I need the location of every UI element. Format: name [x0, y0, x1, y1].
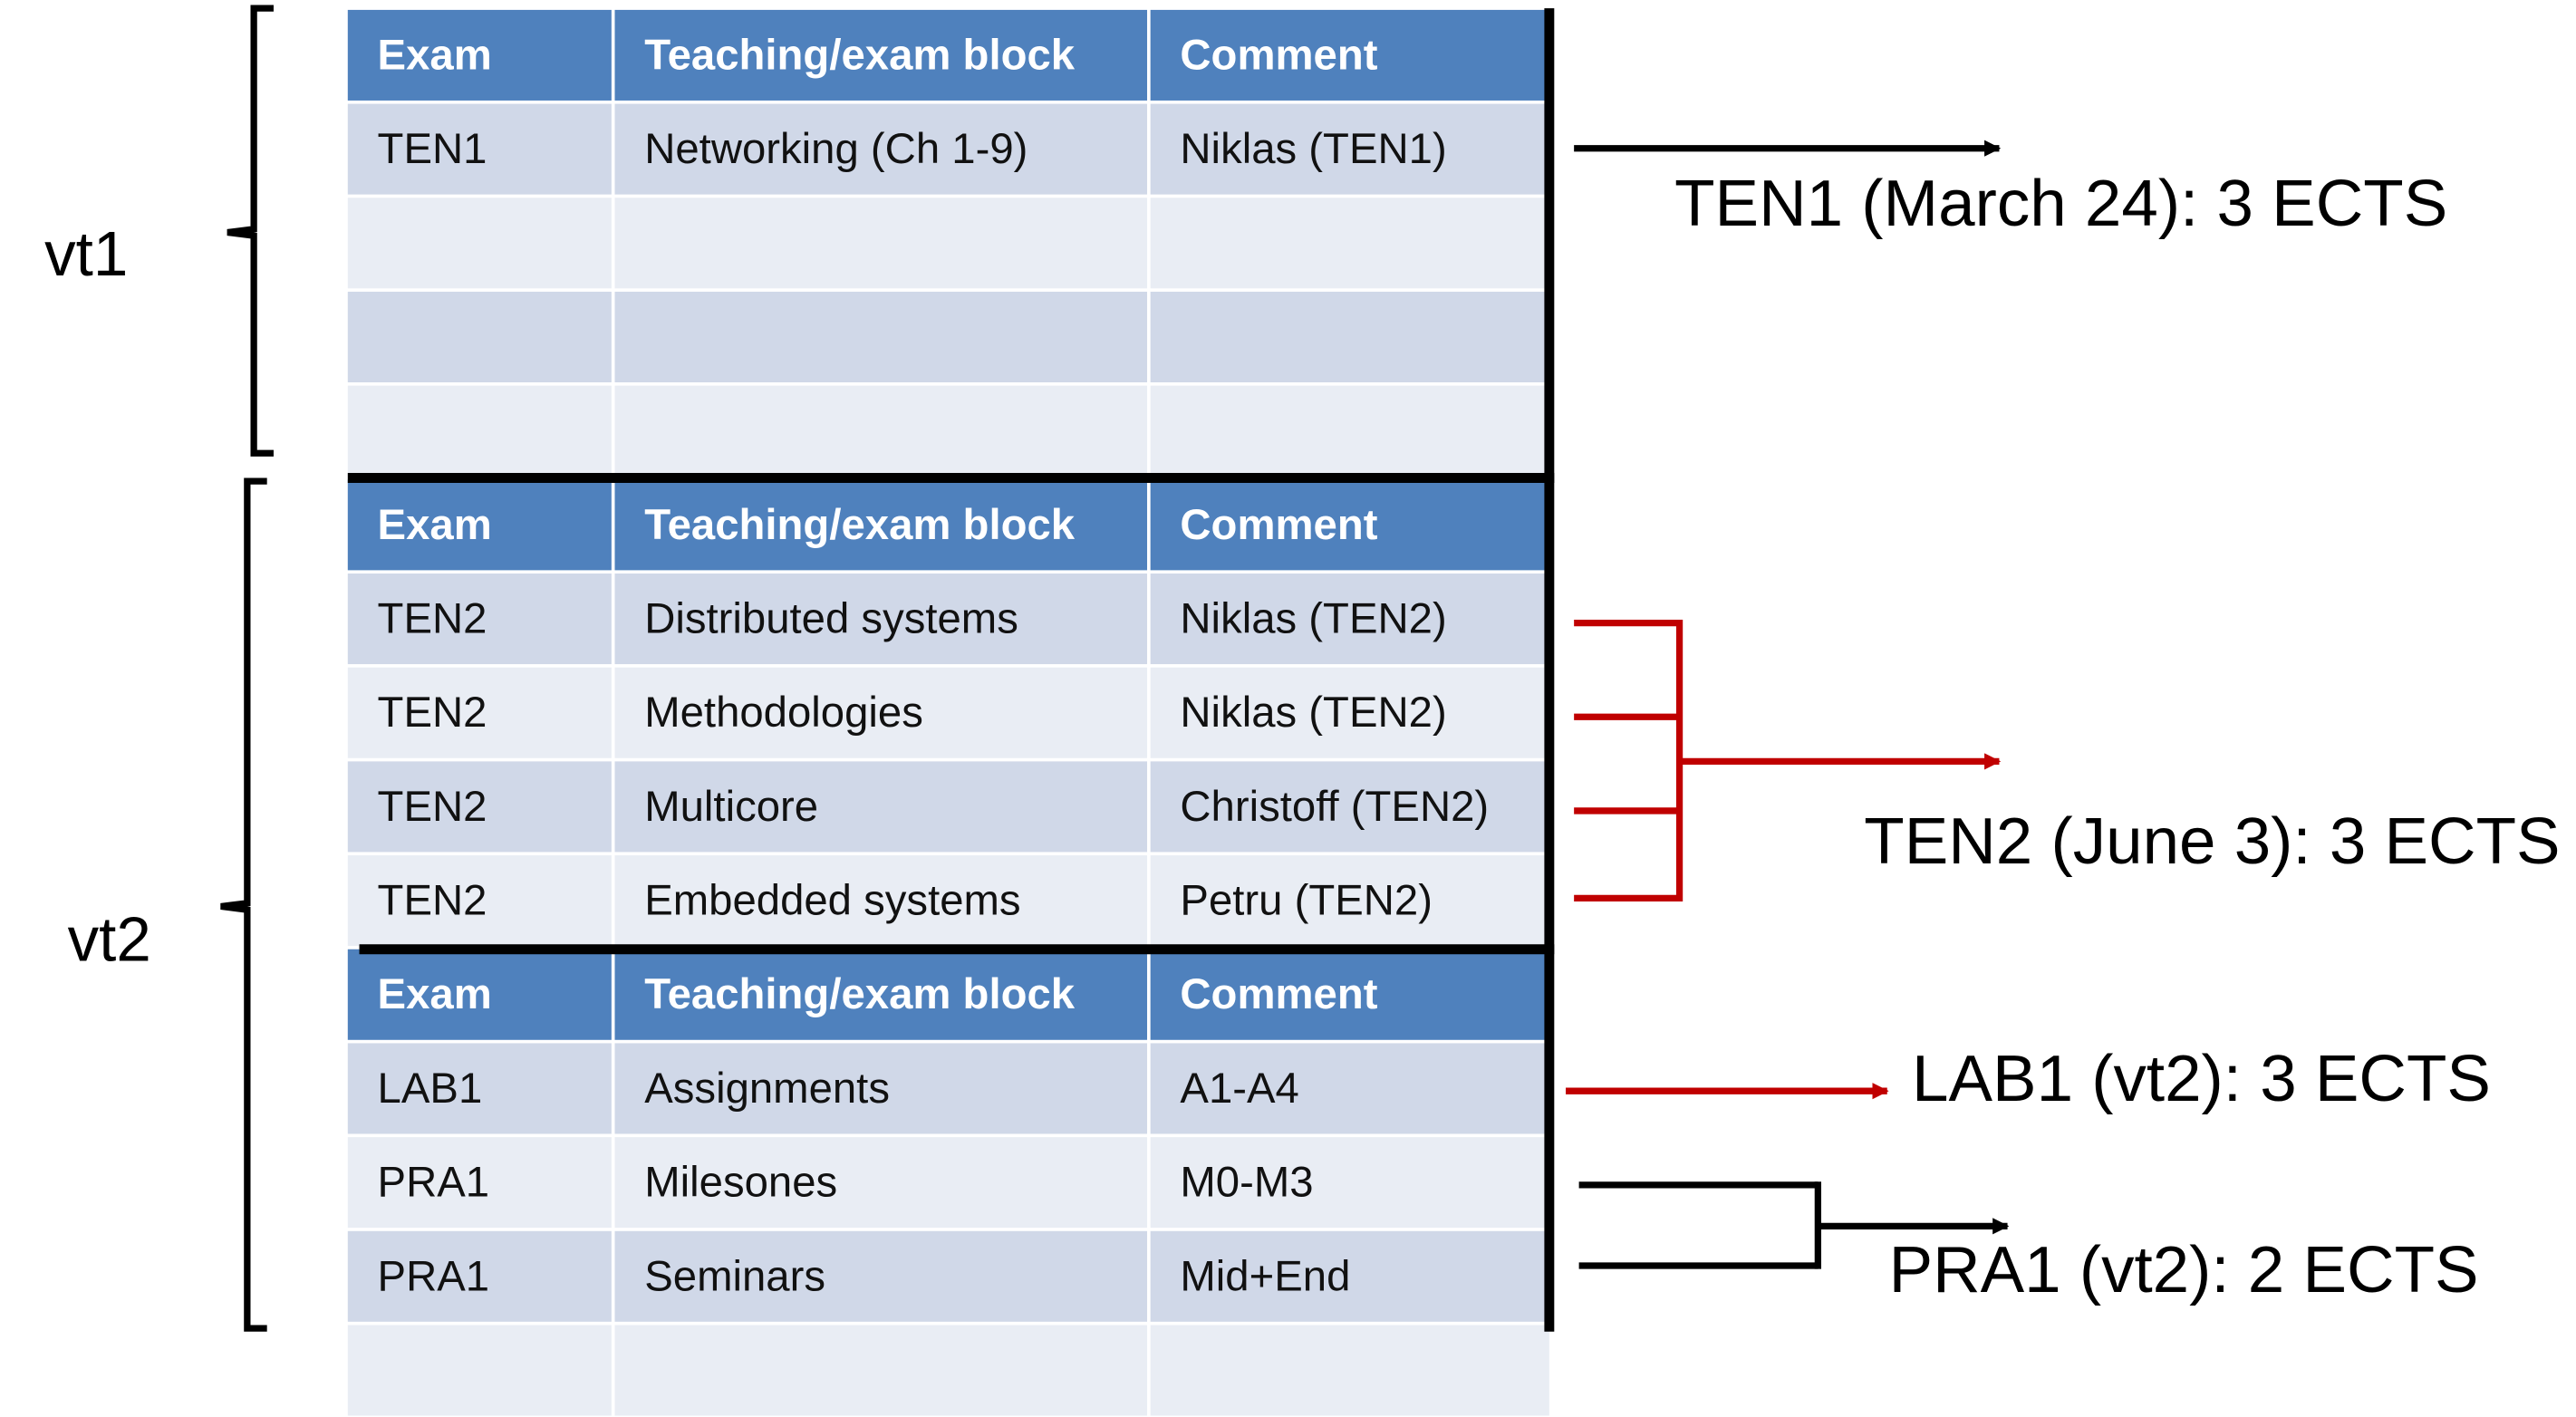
period-label-vt2: vt2 — [67, 906, 151, 976]
table-cell: PRA1 — [347, 1137, 612, 1229]
table-cell: Multicore — [614, 761, 1148, 853]
table-cell: Niklas (TEN2) — [1150, 667, 1549, 758]
table-cell: Embedded systems — [614, 855, 1148, 947]
table-cell: Methodologies — [614, 667, 1148, 758]
table-cell — [1150, 291, 1549, 383]
table-cell: TEN2 — [347, 667, 612, 758]
table-header-cell: Comment — [1150, 9, 1549, 101]
table-cell — [347, 291, 612, 383]
table-header-cell: Exam — [347, 479, 612, 571]
table-cell — [614, 198, 1148, 289]
period-label-vt1: vt1 — [44, 220, 129, 291]
table-cell: Assignments — [614, 1043, 1148, 1134]
table-cell: Seminars — [614, 1230, 1148, 1322]
table-cell: TEN1 — [347, 103, 612, 195]
table-header-cell: Exam — [347, 9, 612, 101]
table-cell — [347, 385, 612, 477]
table-cell: Niklas (TEN1) — [1150, 103, 1549, 195]
table-header-cell: Exam — [347, 949, 612, 1040]
table-header-cell: Comment — [1150, 949, 1549, 1040]
table-cell — [614, 1325, 1148, 1416]
period-brace-vt2 — [220, 477, 267, 1332]
table-cell: PRA1 — [347, 1230, 612, 1322]
table-header-cell: Comment — [1150, 479, 1549, 571]
table-cell — [614, 291, 1148, 383]
table-cell: Petru (TEN2) — [1150, 855, 1549, 947]
table-cell: Mid+End — [1150, 1230, 1549, 1322]
period-brace-vt1 — [227, 5, 274, 457]
table-cell — [347, 1325, 612, 1416]
table-cell: TEN2 — [347, 855, 612, 947]
table-cell: A1-A4 — [1150, 1043, 1549, 1134]
table-cell — [347, 198, 612, 289]
result-ten2: TEN2 (June 3): 3 ECTS — [1864, 805, 2561, 879]
table-cell — [1150, 198, 1549, 289]
table-cell — [614, 385, 1148, 477]
result-lab1: LAB1 (vt2): 3 ECTS — [1912, 1043, 2491, 1116]
result-ten1: TEN1 (March 24): 3 ECTS — [1674, 168, 2448, 241]
table-cell: Milesones — [614, 1137, 1148, 1229]
table-cell: Networking (Ch 1-9) — [614, 103, 1148, 195]
table-cell: Niklas (TEN2) — [1150, 574, 1549, 665]
table-cell: Christoff (TEN2) — [1150, 761, 1549, 853]
table-cell: TEN2 — [347, 761, 612, 853]
table-cell: M0-M3 — [1150, 1137, 1549, 1229]
table-cell — [1150, 385, 1549, 477]
table-header-cell: Teaching/exam block — [614, 9, 1148, 101]
table-cell: TEN2 — [347, 574, 612, 665]
pra1-merge-connector — [1578, 1181, 1821, 1269]
ten2-merge-connector — [1574, 619, 1684, 901]
result-pra1: PRA1 (vt2): 2 ECTS — [1888, 1234, 2479, 1307]
table-cell — [1150, 1325, 1549, 1416]
table-cell: Distributed systems — [614, 574, 1148, 665]
table-header-cell: Teaching/exam block — [614, 479, 1148, 571]
table-cell: LAB1 — [347, 1043, 612, 1134]
table-header-cell: Teaching/exam block — [614, 949, 1148, 1040]
